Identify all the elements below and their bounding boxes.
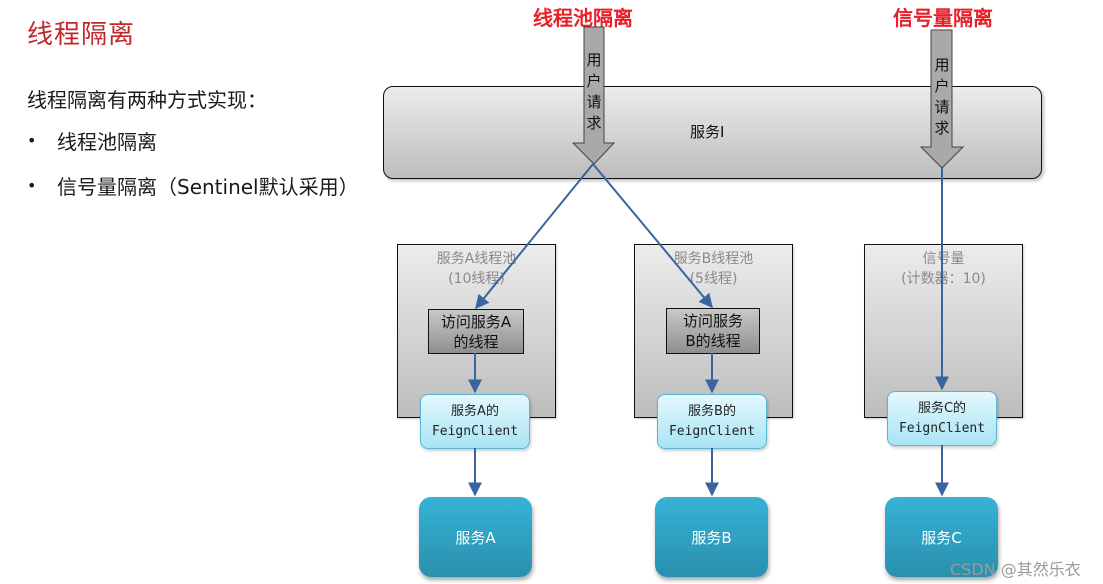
service-a-box: 服务A [419, 497, 532, 577]
feign-b-line: FeignClient [668, 423, 756, 439]
bullet-item: • 线程池隔离 [27, 126, 157, 155]
thread-b-line: 访问服务 [682, 312, 743, 330]
bullet-text: 信号量隔离（Sentinel默认采用） [57, 175, 359, 199]
service-c-box: 服务C [885, 497, 998, 577]
feign-b-line: 服务B的 [688, 403, 736, 419]
bullet-marker: • [27, 131, 37, 150]
semaphore-subtitle: (计数器：10) [901, 271, 986, 287]
pool-b-subtitle: (5线程) [689, 271, 738, 287]
service-b-label: 服务B [691, 528, 732, 547]
feign-client-a: 服务A的 FeignClient [420, 394, 530, 449]
request-label-right: 用 户 请 求 [932, 55, 952, 139]
thread-b-line: B的线程 [685, 332, 741, 350]
intro-text: 线程隔离有两种方式实现： [27, 88, 267, 112]
request-char: 求 [586, 114, 602, 132]
feign-a-line: 服务A的 [451, 403, 499, 419]
feign-a-line: FeignClient [431, 423, 519, 439]
request-label-left: 用 户 请 求 [584, 50, 604, 134]
request-char: 请 [934, 98, 950, 116]
request-char: 用 [586, 51, 602, 69]
feign-c-line: 服务C的 [917, 400, 967, 416]
bullet-text: 线程池隔离 [57, 130, 157, 154]
pool-a-title: 服务A线程池 [436, 251, 517, 267]
service-b-box: 服务B [655, 497, 768, 577]
request-char: 请 [586, 93, 602, 111]
pool-a-subtitle: (10线程) [448, 271, 505, 287]
request-char: 户 [934, 77, 950, 95]
request-char: 求 [934, 119, 950, 137]
heading-semaphore-isolation: 信号量隔离 [893, 6, 993, 30]
bullet-item: • 信号量隔离（Sentinel默认采用） [27, 171, 359, 200]
feign-client-c: 服务C的 FeignClient [887, 391, 997, 446]
service-c-label: 服务C [921, 528, 962, 547]
feign-c-line: FeignClient [898, 420, 986, 436]
request-char: 户 [586, 72, 602, 90]
thread-a-line: 访问服务A [440, 312, 512, 331]
thread-a-line: 的线程 [453, 332, 499, 351]
user-request-arrow-left [571, 26, 616, 165]
thread-a-box: 访问服务A 的线程 [428, 309, 524, 354]
user-request-arrow-right [919, 29, 965, 169]
pool-b-title: 服务B线程池 [673, 251, 754, 267]
request-char: 用 [934, 56, 950, 74]
watermark: CSDN @其然乐衣 [950, 560, 1081, 579]
service-i-label: 服务I [690, 123, 725, 141]
connector-to-thread-a [475, 163, 594, 310]
service-a-label: 服务A [455, 528, 496, 547]
heading-thread-pool-isolation: 线程池隔离 [533, 6, 633, 30]
slide-title: 线程隔离 [27, 20, 136, 50]
connector-to-thread-b [592, 163, 713, 309]
semaphore-title: 信号量 [922, 251, 965, 267]
thread-b-box: 访问服务 B的线程 [666, 308, 760, 354]
bullet-marker: • [27, 176, 37, 195]
